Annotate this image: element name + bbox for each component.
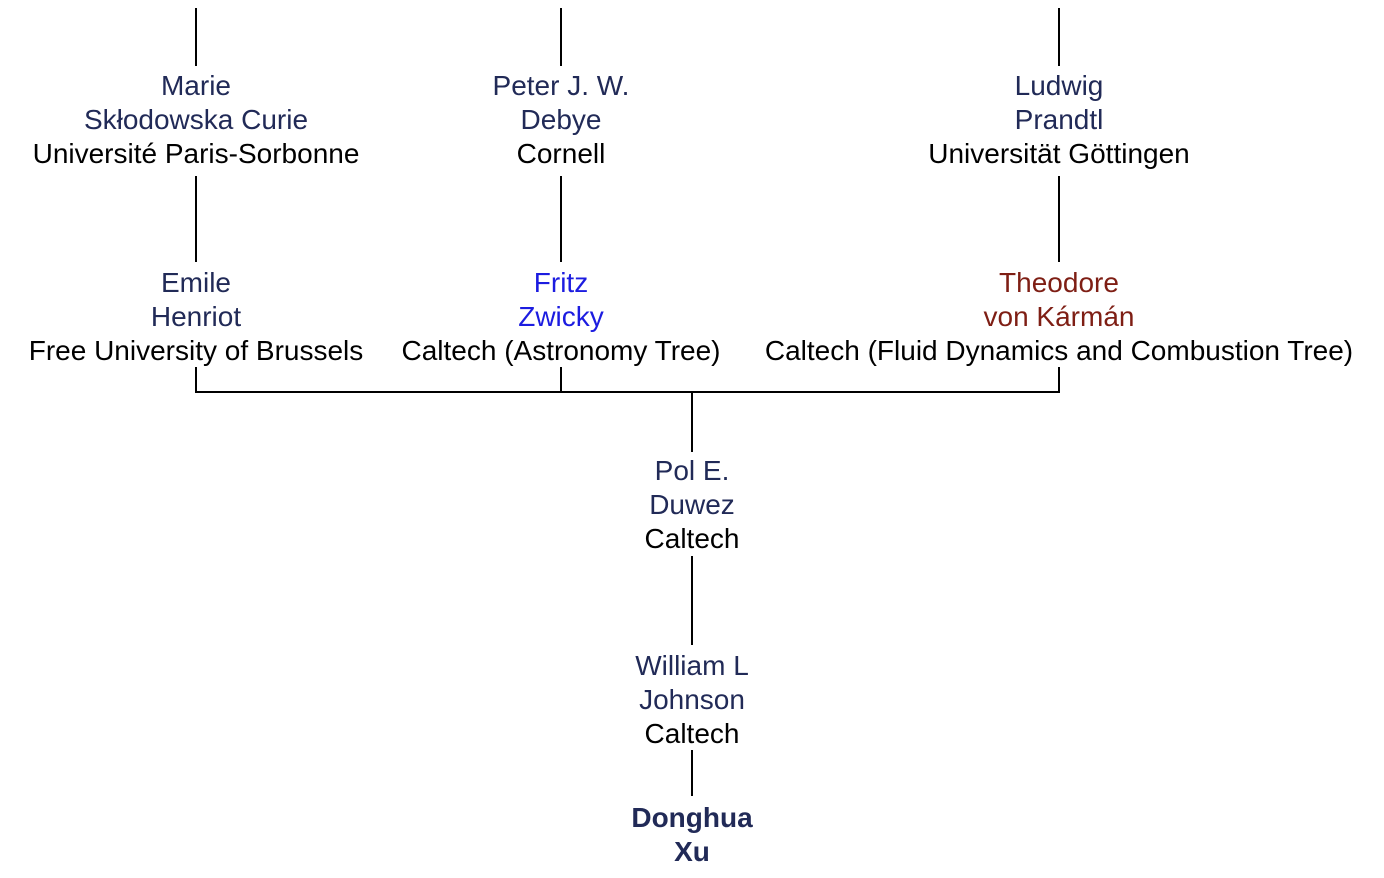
institution-label: Cornell (516, 138, 606, 169)
person-name-link[interactable]: Theodore von Kármán (765, 266, 1353, 334)
person-name: Donghua Xu (631, 801, 752, 869)
node-zwicky: Fritz Zwicky Caltech (Astronomy Tree) (402, 266, 721, 368)
person-name-line2: Johnson (639, 684, 745, 715)
person-name-line2: Xu (674, 836, 710, 867)
person-name: Pol E. Duwez (645, 454, 740, 522)
connector-johnson-xu (691, 750, 693, 796)
institution-label: Caltech (Astronomy Tree) (401, 335, 721, 366)
connector-top-curie (195, 8, 197, 66)
connector-top-debye (560, 8, 562, 66)
person-name-line1: Fritz (533, 267, 589, 298)
person-name-line1: Peter J. W. (492, 70, 630, 101)
connector-henriot-bar (195, 367, 197, 392)
connector-curie-henriot (195, 176, 197, 262)
person-name-line1: Marie (160, 70, 231, 101)
connector-duwez-johnson (691, 556, 693, 645)
institution-label: Universität Göttingen (928, 138, 1190, 169)
person-name-line1: William L (635, 650, 749, 681)
node-debye: Peter J. W. Debye Cornell (493, 69, 630, 171)
person-name-line1: Theodore (999, 267, 1119, 298)
person-name: Peter J. W. Debye (493, 69, 630, 137)
person-name: William L Johnson (635, 649, 749, 717)
connector-top-prandtl (1058, 8, 1060, 66)
person-name-line1: Donghua (631, 802, 753, 833)
person-name-line2: Skłodowska Curie (83, 104, 309, 135)
node-johnson: William L Johnson Caltech (635, 649, 749, 751)
connector-prandtl-karman (1058, 176, 1060, 262)
node-curie: Marie Skłodowska Curie Université Paris-… (33, 69, 360, 171)
person-name: Marie Skłodowska Curie (33, 69, 360, 137)
institution-label: Université Paris-Sorbonne (32, 138, 360, 169)
person-name-line2: Duwez (649, 489, 735, 520)
person-name-line2: Debye (520, 104, 602, 135)
person-name-line2: von Kármán (983, 301, 1135, 332)
connector-debye-zwicky (560, 176, 562, 262)
connector-karman-bar (1058, 367, 1060, 392)
connector-bar-duwez (691, 392, 693, 452)
person-name: Emile Henriot (29, 266, 364, 334)
node-xu: Donghua Xu (631, 801, 752, 869)
institution-label: Free University of Brussels (28, 335, 364, 366)
person-name-line1: Ludwig (1014, 70, 1104, 101)
person-name-line2: Henriot (150, 301, 242, 332)
connector-zwicky-bar (560, 367, 562, 392)
node-henriot: Emile Henriot Free University of Brussel… (29, 266, 364, 368)
person-name-link[interactable]: Fritz Zwicky (402, 266, 721, 334)
institution-label: Caltech (644, 718, 740, 749)
node-prandtl: Ludwig Prandtl Universität Göttingen (928, 69, 1189, 171)
person-name-line1: Emile (160, 267, 232, 298)
node-duwez: Pol E. Duwez Caltech (645, 454, 740, 556)
person-name-line2: Zwicky (518, 301, 604, 332)
node-karman: Theodore von Kármán Caltech (Fluid Dynam… (765, 266, 1353, 368)
institution-label: Caltech (644, 523, 740, 554)
institution-label: Caltech (Fluid Dynamics and Combustion T… (764, 335, 1354, 366)
person-name-line1: Pol E. (654, 455, 730, 486)
person-name: Ludwig Prandtl (928, 69, 1189, 137)
person-name-line2: Prandtl (1014, 104, 1104, 135)
merge-bar (195, 391, 1060, 393)
